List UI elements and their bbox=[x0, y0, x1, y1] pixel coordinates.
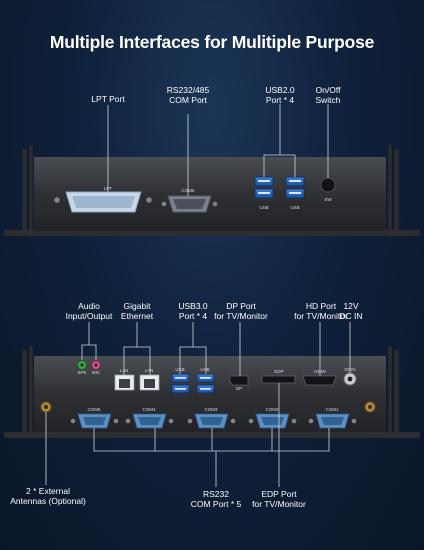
lpt-port-label: LPT Port bbox=[91, 94, 125, 104]
screw-icon bbox=[212, 201, 218, 207]
onoff-switch-label: On/Off Switch bbox=[315, 85, 341, 105]
lan-ports bbox=[114, 374, 160, 391]
dp-port-label: DP Port for TV/Monitor bbox=[214, 301, 268, 321]
bottom-leader-lines bbox=[45, 322, 351, 487]
com6-tag: COM6 bbox=[181, 188, 195, 193]
top-usb-ports bbox=[254, 176, 305, 199]
screw-icon bbox=[54, 197, 60, 203]
spk-tag: SPK bbox=[77, 370, 87, 375]
hd-port-label: HD Port for TV/Monitor bbox=[294, 301, 348, 321]
com4-tag: COM4 bbox=[142, 407, 156, 412]
bottom-panel bbox=[4, 322, 420, 487]
dp-tag: DP bbox=[235, 386, 243, 391]
antenna-connector-icon bbox=[40, 401, 52, 413]
usb-tag: USB bbox=[259, 205, 269, 210]
com6-port bbox=[167, 195, 212, 213]
com5-tag: COM5 bbox=[87, 407, 101, 412]
lpt-tag: LPT bbox=[103, 186, 113, 191]
hdmi-port-icon bbox=[302, 375, 337, 386]
hdmi-tag: HDMI bbox=[314, 369, 326, 374]
edp-port-label: EDP Port for TV/Monitor bbox=[252, 489, 306, 509]
edp-tag: EDP bbox=[274, 369, 284, 374]
page-title: Multiple Interfaces for Mulitiple Purpos… bbox=[49, 32, 375, 52]
rs232-label: RS232 COM Port * 5 bbox=[190, 489, 242, 509]
top-leader-lines bbox=[107, 104, 329, 196]
antennas-label: 2 * External Antennas (Optional) bbox=[10, 486, 86, 506]
usb-tag: USB bbox=[290, 205, 300, 210]
lpt-port bbox=[65, 191, 142, 213]
usb20-label: USB2.0 Port * 4 bbox=[265, 85, 295, 105]
dc-in-label: 12V DC IN bbox=[339, 301, 363, 321]
usb-tag: USB bbox=[200, 367, 210, 372]
com3-tag: COM3 bbox=[204, 407, 218, 412]
com1-tag: COM1 bbox=[325, 407, 339, 412]
bottom-usb-ports bbox=[171, 373, 215, 394]
top-panel bbox=[4, 104, 420, 238]
lan-tag: LAN bbox=[144, 368, 154, 373]
usb30-label: USB3.0 Port * 4 bbox=[178, 301, 208, 321]
power-switch-icon bbox=[320, 177, 336, 193]
dcin-tag: DCIN bbox=[344, 367, 356, 372]
edp-port-icon bbox=[261, 375, 296, 384]
com2-tag: COM2 bbox=[265, 407, 279, 412]
usb-tag: USB bbox=[175, 367, 185, 372]
lan-tag: LAN bbox=[119, 368, 129, 373]
rs232-485-label: RS232/485 COM Port bbox=[166, 85, 210, 105]
mic-tag: MIC bbox=[91, 370, 101, 375]
sw-tag: SW bbox=[324, 197, 332, 202]
com-ports bbox=[70, 413, 357, 429]
antenna-connector-icon bbox=[364, 401, 376, 413]
gigabit-ethernet-label: Gigabit Ethernet bbox=[120, 301, 154, 321]
top-base-plate bbox=[4, 230, 420, 236]
dp-port-icon bbox=[229, 375, 249, 386]
screw-icon bbox=[146, 197, 152, 203]
screw-icon bbox=[161, 201, 167, 207]
audio-label: Audio Input/Output bbox=[65, 301, 113, 321]
